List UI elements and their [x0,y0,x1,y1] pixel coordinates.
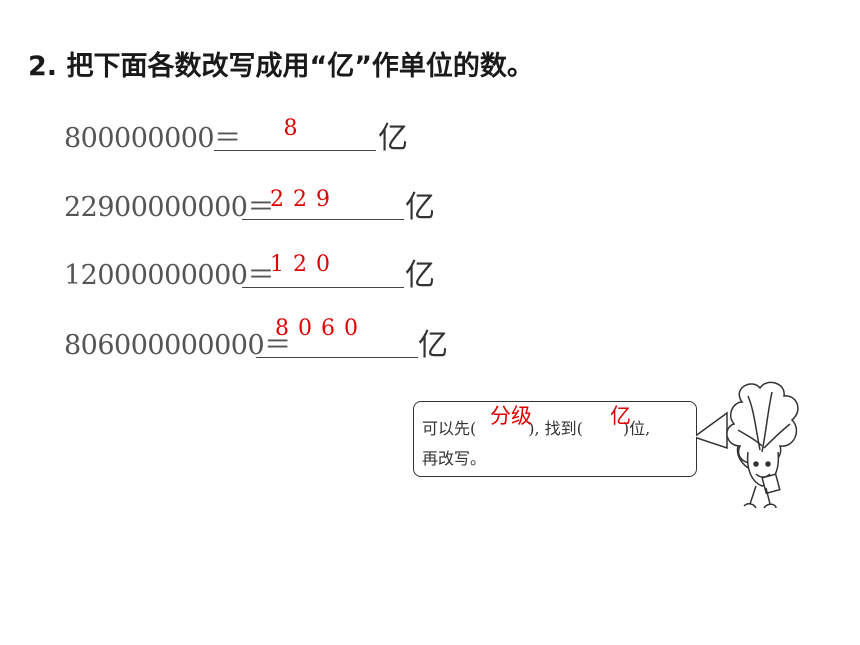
conversion-row-3: 12000000000＝ 120 亿 [64,252,444,293]
conversion-row-2: 22900000000＝ 229 亿 [64,184,444,225]
unit-label: 亿 [378,121,408,156]
answer-handwritten: 229 [270,187,339,212]
number-expression: 800000000＝ [64,123,241,154]
unit-label: 亿 [418,328,448,363]
answer-blank [242,287,404,288]
hint-line-2: 再改写。 [422,449,487,468]
answer-blank [214,150,376,151]
answer-handwritten: 120 [270,252,339,277]
number-expression: 22900000000＝ [64,192,274,223]
conversion-row-1: 800000000＝ 8 亿 [64,115,424,156]
cabbage-icon [726,381,799,509]
conversion-row-4: 806000000000＝ 8060 亿 [64,316,454,363]
unit-label: 亿 [405,258,435,293]
hint-answer-handwritten: 亿 [610,404,631,428]
answer-blank [256,357,418,358]
number-expression: 806000000000＝ [64,330,291,361]
unit-label: 亿 [405,190,435,225]
answer-handwritten: 8060 [275,316,367,341]
answer-blank [242,219,404,220]
answer-handwritten: 8 [283,116,307,141]
hint-text-prefix: 可以先( [422,419,477,438]
hint-text-suffix: )位, [622,419,651,438]
speech-bubble-tail [692,411,728,450]
hint-speech-bubble: 可以先( ), 找到( )位, 分级 亿 再改写。 [413,401,697,477]
hint-text-middle: ), 找到( [528,419,583,438]
hint-line-1: 可以先( ), 找到( )位, [422,415,650,439]
question-title: 2. 把下面各数改写成用“亿”作单位的数。 [28,51,534,82]
hint-answer-handwritten: 分级 [490,404,532,428]
number-expression: 12000000000＝ [64,260,274,291]
